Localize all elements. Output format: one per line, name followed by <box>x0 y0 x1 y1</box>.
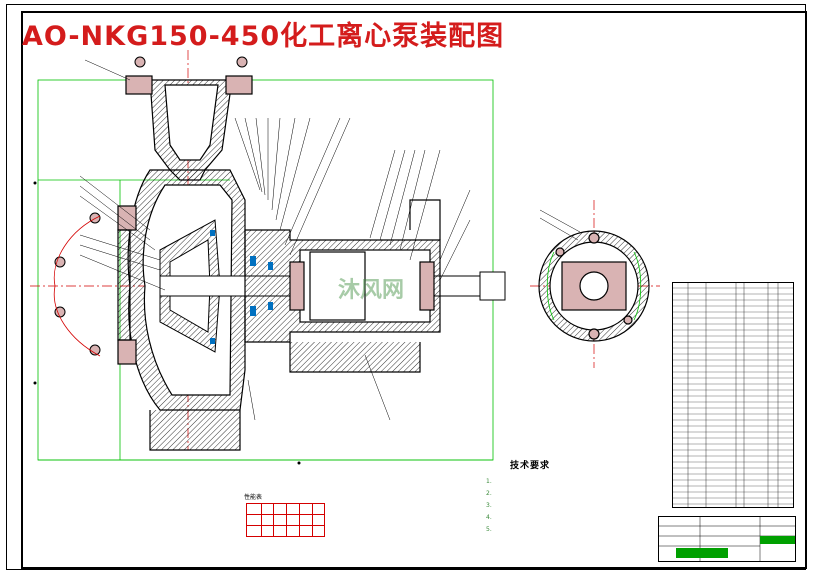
table-cell <box>311 503 326 515</box>
drawing-title: AO-NKG150-450化工离心泵装配图 <box>22 21 505 52</box>
bom-grid <box>687 282 779 508</box>
table-cell <box>273 503 288 515</box>
performance-table-label: 性能表 <box>244 494 263 501</box>
table-cell <box>298 514 313 526</box>
table-cell <box>286 503 300 515</box>
performance-table <box>246 503 326 537</box>
technical-note: 3. <box>486 502 492 509</box>
table-cell <box>298 525 313 537</box>
table-cell <box>246 514 262 526</box>
bearing-housing <box>244 199 441 373</box>
mechanical-seal <box>210 230 273 344</box>
table-cell <box>260 503 275 515</box>
table-row <box>246 514 326 526</box>
technical-requirements-heading: 技术要求 <box>510 461 551 471</box>
table-cell <box>273 514 288 526</box>
table-cell <box>273 525 288 537</box>
table-cell <box>286 525 300 537</box>
table-cell <box>246 525 262 537</box>
bolt-circle-arc <box>53 215 101 357</box>
table-cell <box>246 503 262 515</box>
technical-note: 2. <box>486 490 492 497</box>
table-cell <box>311 514 326 526</box>
table-cell <box>260 514 275 526</box>
title-block-grid <box>658 516 796 562</box>
frame-markers <box>33 181 301 465</box>
drawing-sheet <box>6 4 807 570</box>
table-cell <box>311 525 326 537</box>
part-leaders <box>79 59 471 421</box>
technical-note: 5. <box>486 526 492 533</box>
title-block <box>658 516 796 562</box>
technical-note: 1. <box>486 478 492 485</box>
bill-of-materials <box>672 282 794 508</box>
table-row <box>246 525 326 537</box>
technical-note: 4. <box>486 514 492 521</box>
table-row <box>246 503 326 515</box>
table-cell <box>286 514 300 526</box>
table-cell <box>298 503 313 515</box>
drawing-frame <box>21 11 807 569</box>
watermark: 沐风网 <box>338 278 405 303</box>
table-cell <box>260 525 275 537</box>
end-view <box>538 209 650 342</box>
bom-rows <box>672 287 794 505</box>
